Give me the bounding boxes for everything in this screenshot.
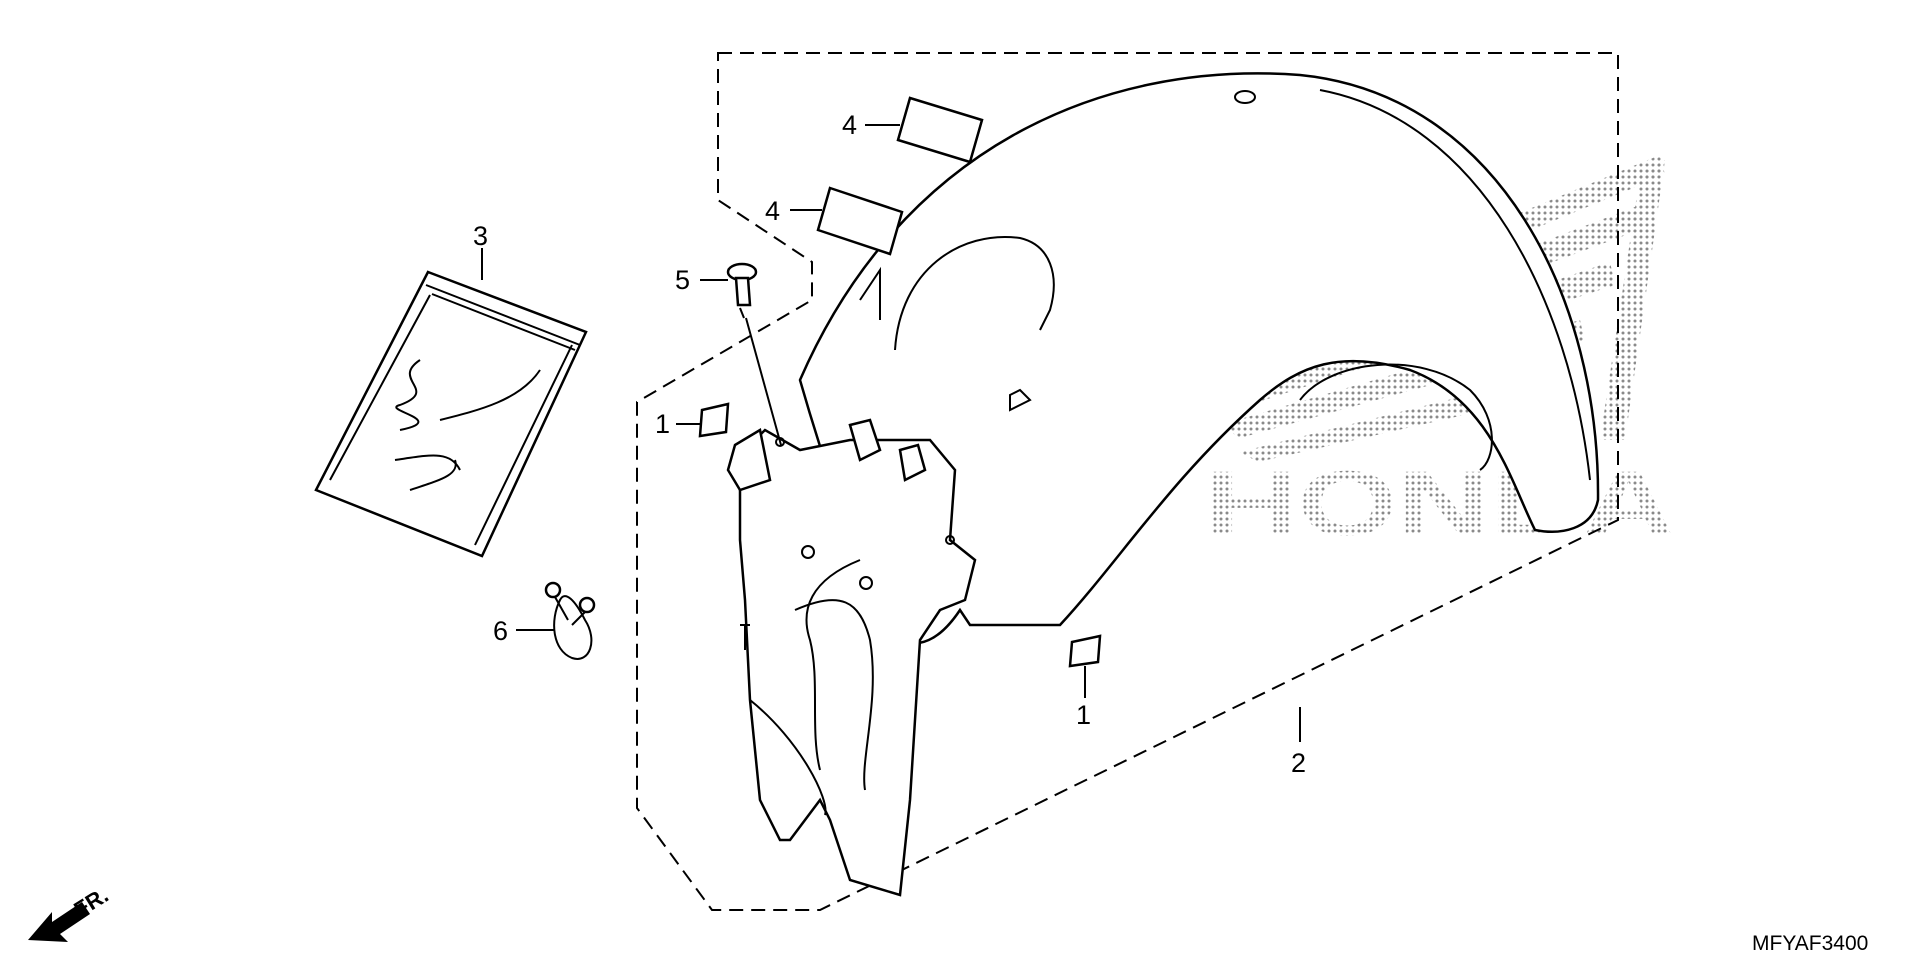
callout-5: 5 [675, 265, 690, 295]
callout-1-left: 1 [655, 409, 670, 439]
rear-fender [798, 72, 1600, 645]
diagram-code: MFYAF3400 [1752, 932, 1868, 955]
assembly-boundary [636, 52, 1619, 911]
sticker-left [698, 402, 730, 438]
callout-4-lower: 4 [765, 196, 780, 226]
reflector-lower [816, 186, 904, 256]
reflector-upper [896, 96, 984, 164]
front-direction-arrow-icon: FR. [28, 882, 113, 942]
callout-2: 2 [1291, 748, 1306, 778]
band-clip [544, 581, 596, 660]
sticker-right [1068, 634, 1102, 668]
callout-6: 6 [493, 616, 508, 646]
callout-1-right: 1 [1076, 700, 1091, 730]
callout-3: 3 [473, 221, 488, 251]
inner-mudguard [726, 418, 977, 897]
rivet-clip [726, 262, 782, 446]
callout-4-upper: 4 [842, 110, 857, 140]
document-bag [314, 270, 588, 558]
honda-watermark-text: HONDA [1205, 453, 1675, 555]
